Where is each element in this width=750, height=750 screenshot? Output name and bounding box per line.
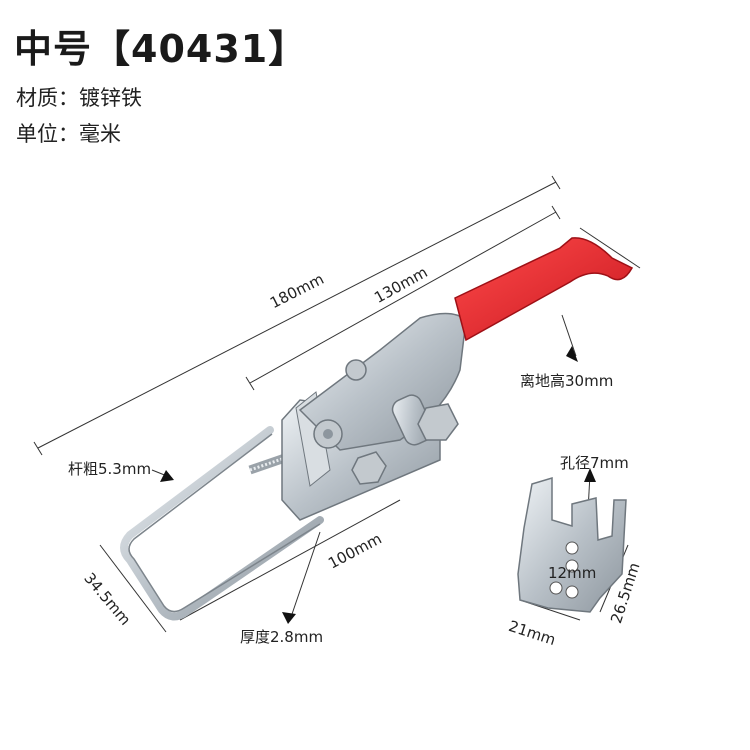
- wire-loop: [120, 426, 324, 621]
- catch-plate: [517, 476, 627, 613]
- wire-loop-shadow: [128, 433, 321, 613]
- handle-height-label: 离地高30mm: [520, 372, 614, 390]
- hex-nut: [417, 403, 459, 441]
- pivot-rivet-top: [345, 359, 367, 381]
- unit-spec: 单位：毫米: [16, 122, 121, 146]
- rod-diameter-label: 杆粗5.3mm: [68, 460, 152, 478]
- material-spec: 材质：镀锌铁: [16, 86, 142, 110]
- product-title: 中号【40431】: [14, 27, 308, 71]
- hole-diameter-label: 孔径7mm: [560, 454, 629, 472]
- thickness-label: 厚度2.8mm: [240, 628, 324, 646]
- hole-spacing-label: 12mm: [548, 564, 597, 582]
- lock-nut: [351, 451, 387, 485]
- handle-grip: [454, 237, 634, 342]
